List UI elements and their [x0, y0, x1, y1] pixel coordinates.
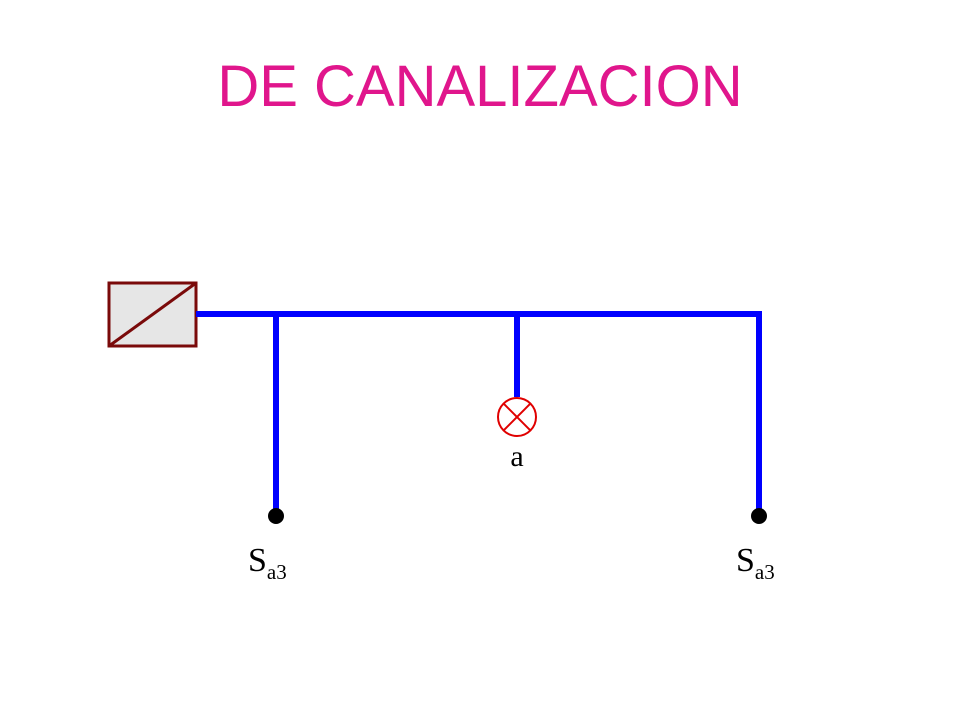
switch-label-left: Sa3 — [248, 542, 287, 584]
slide-title: DE CANALIZACION — [217, 54, 743, 119]
lamp-icon — [497, 397, 537, 437]
switch-label-right: Sa3 — [736, 542, 775, 584]
switch-label-sub: a3 — [267, 560, 287, 584]
lamp-label: a — [510, 440, 523, 473]
switch-label-main: S — [736, 542, 755, 579]
distribution-panel-icon — [107, 281, 198, 348]
conduit-lines — [196, 311, 762, 516]
switch-label-main: S — [248, 542, 267, 579]
switch-icon — [268, 508, 284, 524]
switch-icon — [751, 508, 767, 524]
switch-label-sub: a3 — [755, 560, 775, 584]
